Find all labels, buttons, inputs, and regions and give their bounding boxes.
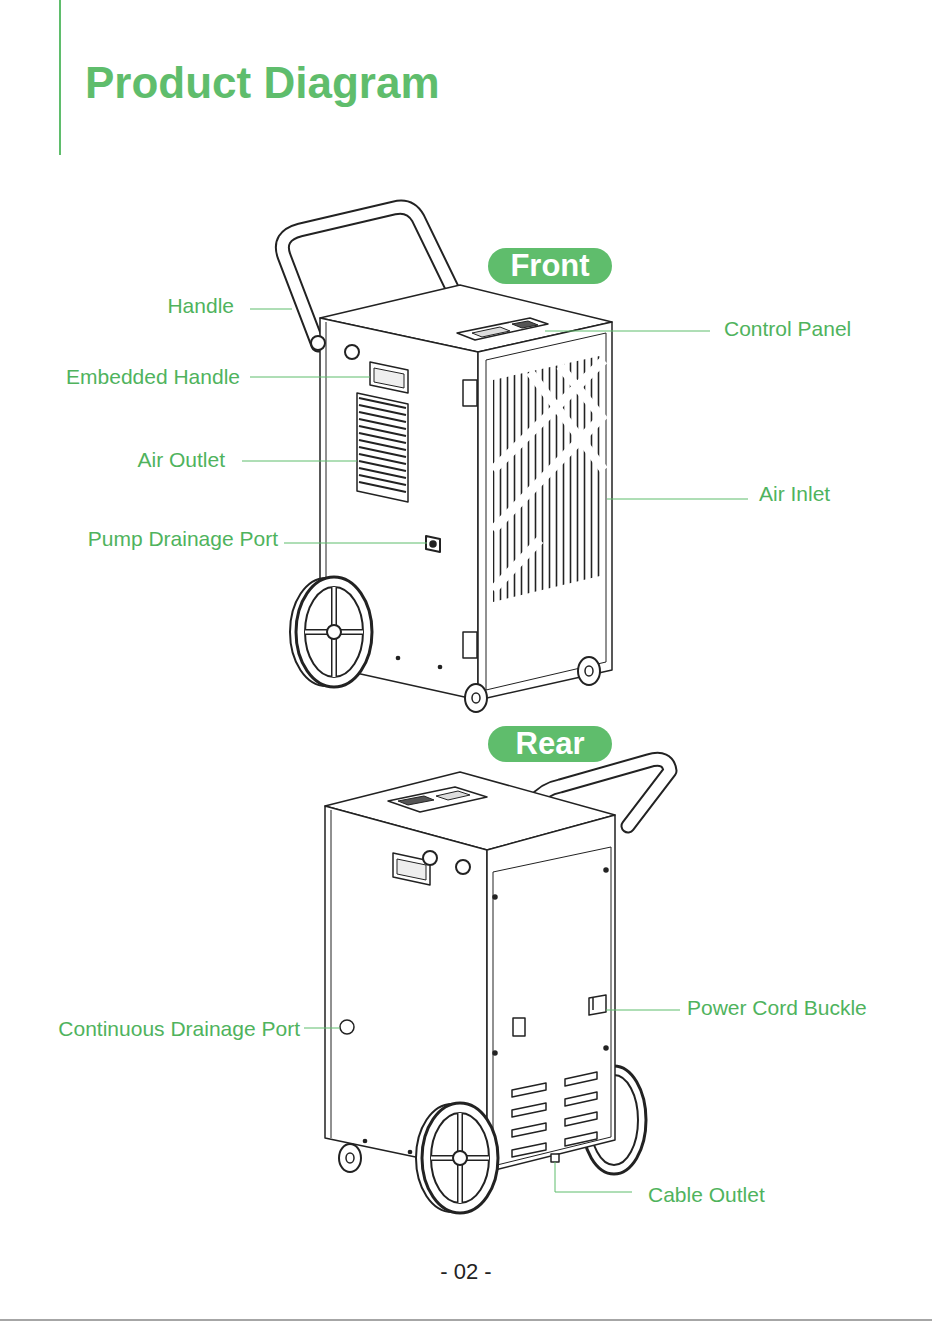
view-title: Front bbox=[510, 248, 589, 284]
cord-clip bbox=[513, 1018, 525, 1036]
leader-line bbox=[250, 377, 370, 378]
knob bbox=[456, 860, 470, 874]
wheel-spokes bbox=[305, 587, 363, 677]
drain-port bbox=[340, 1020, 354, 1034]
leader-line bbox=[304, 1028, 340, 1029]
control-buttons bbox=[398, 796, 434, 805]
front-unit bbox=[282, 207, 612, 712]
control-panel bbox=[457, 318, 548, 340]
pump-port-hole bbox=[430, 541, 436, 547]
view-pill: Front bbox=[488, 248, 612, 284]
screw bbox=[363, 1139, 366, 1142]
leader-line bbox=[607, 499, 748, 500]
front-panel bbox=[486, 333, 606, 690]
front-face bbox=[478, 322, 612, 700]
caster bbox=[465, 684, 487, 712]
control-screen bbox=[436, 791, 470, 800]
screw bbox=[604, 1046, 608, 1050]
caster bbox=[339, 1144, 361, 1172]
power-cord-buckle bbox=[589, 995, 606, 1015]
embedded-handle-recess bbox=[374, 368, 404, 388]
hinge bbox=[463, 380, 477, 406]
wheel-rim bbox=[305, 587, 363, 677]
outlet-louvers bbox=[359, 398, 406, 492]
wheel-rim bbox=[431, 1113, 489, 1203]
leader-line bbox=[242, 461, 357, 462]
leader-line bbox=[545, 331, 710, 332]
screw bbox=[493, 895, 497, 899]
wheel bbox=[296, 577, 372, 687]
part-label: Pump Drainage Port bbox=[88, 527, 278, 551]
knob bbox=[311, 336, 325, 350]
part-label: Air Inlet bbox=[759, 482, 830, 506]
back-face bbox=[487, 815, 615, 1172]
wheel-hub bbox=[453, 1151, 467, 1165]
leader-line bbox=[284, 543, 427, 544]
part-label: Control Panel bbox=[724, 317, 851, 341]
wheel-hub bbox=[327, 625, 341, 639]
pump-port bbox=[426, 536, 440, 552]
knob bbox=[423, 851, 437, 865]
view-title: Rear bbox=[516, 726, 585, 762]
caster bbox=[578, 657, 600, 685]
screw bbox=[493, 1051, 497, 1055]
screw bbox=[408, 1150, 411, 1153]
back-panel bbox=[493, 847, 611, 1166]
side-edge bbox=[331, 810, 332, 1138]
leader-lines bbox=[242, 309, 748, 1192]
wheel-spokes-inner bbox=[431, 1113, 489, 1203]
control-screen bbox=[472, 327, 510, 337]
page-rule bbox=[0, 1319, 932, 1321]
screw bbox=[438, 665, 441, 668]
view-pill: Rear bbox=[488, 726, 612, 762]
part-label: Air Outlet bbox=[137, 448, 225, 472]
part-label: Embedded Handle bbox=[66, 365, 240, 389]
screw bbox=[604, 868, 608, 872]
embedded-handle-recess bbox=[397, 859, 426, 880]
air-outlet bbox=[357, 393, 408, 502]
wheel-spokes-inner bbox=[305, 587, 363, 677]
embedded-handle bbox=[370, 362, 408, 393]
caster-hub bbox=[346, 1153, 354, 1163]
part-label: Handle bbox=[167, 294, 234, 318]
page-title: Product Diagram bbox=[85, 58, 440, 108]
title-rule bbox=[59, 0, 61, 155]
leader-line bbox=[250, 309, 292, 310]
leader-line bbox=[555, 1162, 632, 1192]
vent-louvers bbox=[512, 1072, 597, 1157]
page-number: - 02 - bbox=[440, 1259, 491, 1285]
knob bbox=[345, 345, 359, 359]
caster-hub bbox=[585, 666, 593, 676]
part-label: Power Cord Buckle bbox=[687, 996, 867, 1020]
leader-line bbox=[606, 1010, 680, 1011]
hinge bbox=[463, 632, 477, 658]
screw bbox=[396, 656, 399, 659]
part-label: Cable Outlet bbox=[648, 1183, 765, 1207]
wheel bbox=[422, 1103, 498, 1213]
cable-outlet bbox=[551, 1154, 559, 1162]
air-inlet-grille bbox=[493, 355, 604, 602]
caster-hub bbox=[472, 693, 480, 703]
control-panel bbox=[388, 787, 487, 812]
grille-bands bbox=[493, 360, 604, 590]
part-label: Continuous Drainage Port bbox=[58, 1017, 300, 1041]
control-buttons bbox=[512, 321, 538, 328]
rear-unit bbox=[325, 759, 670, 1213]
wheel-spokes bbox=[431, 1113, 489, 1203]
